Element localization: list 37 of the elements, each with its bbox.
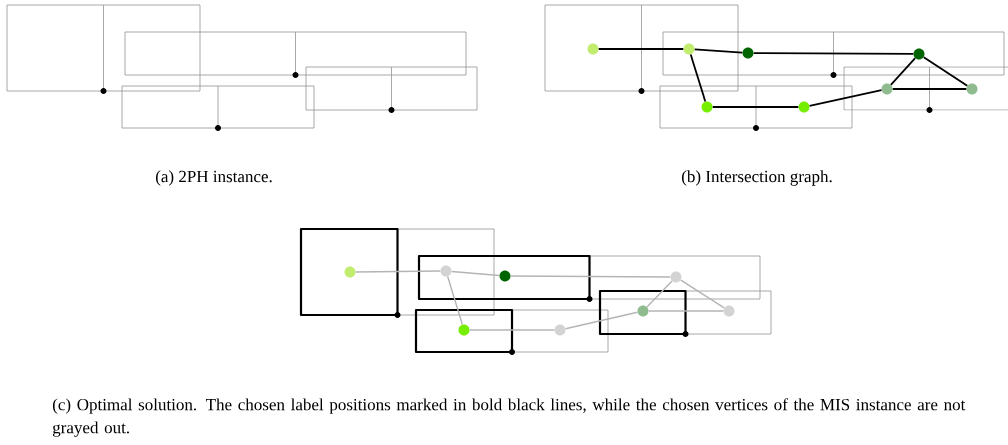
graph-vertex — [344, 266, 356, 278]
graph-vertex — [587, 43, 599, 55]
graph-vertex — [458, 324, 470, 336]
graph-edge — [680, 279, 725, 309]
graph-edge — [564, 311, 639, 330]
figure-caption: (b) Intersection graph. — [682, 170, 832, 186]
graph-edge — [451, 270, 501, 277]
graph-vertex — [723, 305, 735, 317]
graph-edge — [922, 56, 969, 87]
graph-edge — [711, 106, 800, 108]
graph-edge — [889, 57, 917, 86]
graph-vertex — [966, 83, 978, 95]
graph-vertex — [670, 271, 682, 283]
graph-edge — [689, 53, 707, 103]
graph-edge — [446, 275, 464, 326]
graph-vertex — [798, 101, 810, 113]
graph-vertex — [554, 324, 566, 336]
graph-edge — [808, 89, 883, 107]
graph-edge — [648, 310, 724, 312]
graph-vertex — [881, 83, 893, 95]
graph-edge — [469, 329, 555, 331]
graph-edge — [891, 88, 968, 90]
graph-edge — [693, 48, 744, 54]
graph-vertex — [499, 270, 511, 282]
graph-vertex — [701, 101, 713, 113]
graph-edge — [510, 275, 671, 278]
graph-vertex — [742, 47, 754, 59]
graph-vertex — [683, 43, 695, 55]
graph-vertex — [637, 305, 649, 317]
graph-edge — [646, 280, 673, 308]
graph-vertex — [913, 48, 925, 60]
graph-edge — [355, 270, 441, 273]
figure-caption: (a) 2PH instance. — [156, 170, 272, 186]
graph-edge — [752, 52, 915, 55]
figure-caption: (c) Optimal solution. The chosen label positions marked in bold black lines, while the chosen vertices of the MIS instance are not grayed out. — [52, 398, 966, 437]
graph-vertex — [440, 265, 452, 277]
graph-edge — [597, 48, 685, 50]
